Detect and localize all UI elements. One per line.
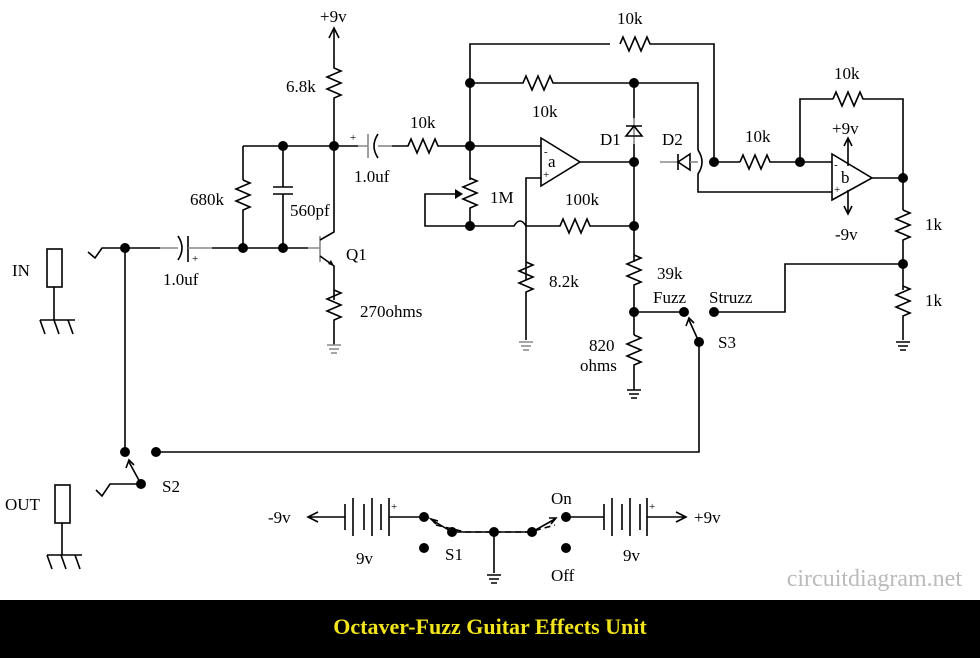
label-560pf: 560pf: [290, 201, 330, 220]
label-opamp-a: a: [548, 152, 556, 171]
diagram-title: Octaver-Fuzz Guitar Effects Unit: [333, 614, 647, 639]
label-d2: D2: [662, 130, 683, 149]
resistor-8-2k: [516, 261, 536, 340]
label-a-plus: +: [543, 169, 549, 181]
output-jack[interactable]: [54, 484, 71, 524]
input-jack[interactable]: [46, 248, 63, 288]
junction-dots: [120, 78, 908, 553]
label-10k-fb: 10k: [532, 102, 558, 121]
label-bat-pos: +9v: [694, 508, 721, 527]
label-10k-b-in: 10k: [745, 127, 771, 146]
opamp-b: [831, 152, 874, 202]
label-820: 820: [589, 336, 615, 355]
schematic: +9v 6.8k 680k 560pf 1.0uf + + 1.0uf 10k …: [5, 7, 943, 585]
label-vplus-top: +9v: [320, 7, 347, 26]
label-cin: 1.0uf: [163, 270, 199, 289]
resistor-1k-a: [893, 209, 913, 290]
resistor-10k-top: [619, 34, 715, 160]
label-6-8k: 6.8k: [286, 77, 316, 96]
resistor-10k-b-fb: [832, 89, 904, 178]
label-10k-in: 10k: [410, 113, 436, 132]
label-b-minus: -: [834, 159, 838, 171]
label-fuzz: Fuzz: [653, 288, 687, 307]
resistor-270: [324, 289, 344, 345]
label-s1: S1: [445, 545, 463, 564]
label-plus-cc: +: [350, 132, 356, 144]
capacitor-input: [177, 235, 189, 262]
resistor-820: [624, 334, 644, 390]
label-1m: 1M: [490, 188, 514, 207]
resistor-10k-b-in: [739, 152, 832, 172]
label-1k-a: 1k: [925, 215, 943, 234]
label-out: OUT: [5, 495, 41, 514]
label-opamp-b: b: [841, 168, 850, 187]
label-bat-right: 9v: [623, 546, 641, 565]
diode-d2: [676, 152, 691, 172]
footer-banner: Octaver-Fuzz Guitar Effects Unit: [0, 600, 980, 658]
label-680k: 680k: [190, 190, 225, 209]
resistor-680k: [233, 179, 253, 248]
label-s2: S2: [162, 477, 180, 496]
label-bat-right-plus: +: [649, 501, 655, 513]
opamp-a: [540, 136, 582, 188]
label-bat-left-plus: +: [391, 501, 397, 513]
label-39k: 39k: [657, 264, 683, 283]
label-1k-b: 1k: [925, 291, 943, 310]
label-plus-cin: +: [192, 253, 198, 265]
label-bat-neg: -9v: [268, 508, 291, 527]
label-d1: D1: [600, 130, 621, 149]
label-b-vminus: -9v: [835, 225, 858, 244]
diode-d1: [624, 124, 644, 137]
label-10k-top: 10k: [617, 9, 643, 28]
resistor-10k-in: [392, 136, 470, 156]
label-in: IN: [12, 261, 30, 280]
label-b-plus: +: [834, 184, 840, 196]
label-ccoupling: 1.0uf: [354, 167, 390, 186]
watermark: circuitdiagram.net: [786, 566, 962, 592]
battery-right: [603, 498, 648, 536]
label-270: 270ohms: [360, 302, 422, 321]
label-q1: Q1: [346, 245, 367, 264]
potentiometer-1m[interactable]: [460, 177, 480, 226]
resistor-39k: [624, 254, 644, 335]
label-struzz: Struzz: [709, 288, 753, 307]
battery-left: [344, 498, 390, 536]
label-8-2k: 8.2k: [549, 272, 579, 291]
resistor-1k-b: [893, 285, 913, 340]
label-bat-left: 9v: [356, 549, 374, 568]
label-b-vplus: +9v: [832, 119, 859, 138]
label-10k-b-fb: 10k: [834, 64, 860, 83]
label-s3: S3: [718, 333, 736, 352]
label-ohms: ohms: [580, 356, 617, 375]
resistor-6-8k: [324, 60, 344, 146]
label-100k: 100k: [565, 190, 600, 209]
label-a-minus: -: [544, 146, 548, 158]
label-on: On: [551, 489, 572, 508]
label-off: Off: [551, 566, 575, 585]
